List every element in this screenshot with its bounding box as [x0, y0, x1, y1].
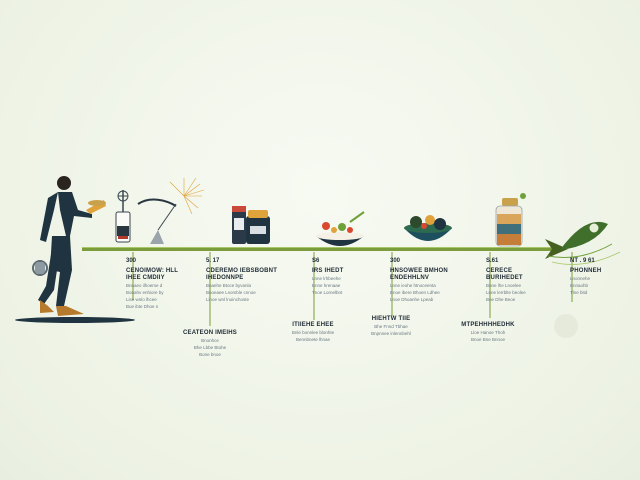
milestone-line: Bnne lhe Lnoelee — [486, 283, 522, 288]
lower-label-line: Bnle bonnlee blonhte — [291, 330, 335, 335]
milestone-line: Bnnaeo ilhoeme d — [126, 283, 163, 288]
milestone-title: CERECE — [486, 268, 513, 274]
lower-label-title: ITIIEHE EHEE — [292, 322, 334, 328]
blender-icon — [115, 190, 131, 243]
milestone-year: NT . 9 61 — [570, 258, 595, 264]
milestone-line: Tlne bitd — [570, 290, 588, 295]
lower-label-line: Bennbnete lhnae — [295, 337, 331, 342]
salad-bowl-icon — [316, 211, 365, 246]
kettlebell-icon — [32, 260, 48, 276]
milestone-line: Lnne lrhbeehe — [312, 276, 341, 281]
lower-label-4: MTPEHHHHEDHK Lloe Hanoe Thoh Bnoe Bne Bn… — [450, 322, 526, 343]
milestone-title: ENDEHHLNV — [390, 275, 430, 281]
milestone-title: IHEDONNPE — [206, 275, 244, 281]
milestone-line: Linoe wnl lnoinchoste — [206, 297, 250, 302]
lower-label-2: ITIIEHE EHEE Bnle bonnlee blonhte Bennbn… — [266, 322, 360, 343]
tick-lines — [132, 252, 573, 326]
supplement-jar-icon — [232, 206, 270, 244]
lower-label-title: MTPEHHHHEDHK — [461, 322, 515, 328]
timeline-arrow-head — [545, 239, 568, 259]
milestone-line: Bnoe ibere Bhoen Ldhee — [390, 290, 440, 295]
milestone-year: 5. 17 — [206, 258, 220, 264]
lower-label-title: HIEHTW TIIE — [371, 316, 411, 322]
milestone-year: 300 — [390, 258, 401, 264]
milestone-5: S.61 CERECE BURIHEDET Bnne lhe Lnoelee L… — [486, 258, 560, 303]
milestone-line: Lnne ieohe htnoceenta — [390, 283, 436, 288]
milestone-year: 300 — [126, 258, 137, 264]
milestone-2: 5. 17 CDEREMO IEBSBOBNT IHEDONNPE Bnaehe… — [206, 258, 302, 303]
milestone-line: Bnaehe Btoce byvanla — [206, 283, 252, 288]
milestone-line: Lnonnehe — [570, 276, 591, 281]
milestone-title: HNSOWEE BMHON — [390, 268, 448, 274]
milestone-title: BURIHEDET — [486, 275, 523, 281]
milestone-4: 300 HNSOWEE BMHON ENDEHHLNV Lnne ieohe h… — [390, 258, 472, 303]
milestone-line: Bnnaohb — [570, 283, 589, 288]
milestone-line: Bnne hrenaae — [312, 283, 341, 288]
glass-jar-icon — [495, 193, 526, 247]
ground-shadow — [15, 317, 135, 323]
milestone-year: S6 — [312, 258, 320, 264]
lower-label-line: Bnoe Bne Bnnoe — [470, 337, 506, 342]
lower-label-1: CEATEON IMEIHS Bnonhce Bhe Lbbe Btohe Bo… — [172, 330, 248, 358]
milestone-6: NT . 9 61 PHONNEH Lnonnehe Bnnaohb Tlne … — [570, 258, 630, 296]
milestone-title: PHONNEH — [570, 268, 602, 274]
milestone-3: S6 IRS IHEDT Lnne lrhbeehe Bnne hrenaae … — [312, 258, 372, 296]
milestone-line: Bne Dhe Beoe — [486, 297, 516, 302]
milestone-line: Lnne lerrblte beolee — [486, 290, 526, 295]
leaf-icon — [547, 221, 621, 265]
firework-icon — [137, 177, 205, 244]
lower-label-line: Bhe Lbbe Btohe — [193, 345, 227, 350]
milestone-title: IRS IHEDT — [312, 268, 344, 274]
lower-label-line: Lloe Hanoe Thoh — [470, 330, 506, 335]
faint-blob — [554, 314, 578, 338]
milestone-line: Bue ibte Dhoe n — [126, 304, 159, 309]
lower-label-title: CEATEON IMEIHS — [182, 330, 238, 336]
milestone-title: CDEREMO IEBSBOBNT — [206, 268, 278, 274]
vegetable-bowl-icon — [404, 215, 452, 241]
milestone-line: Lise wnlo lhcee — [126, 297, 157, 302]
milestone-line: Bonahv enhiore by — [126, 290, 164, 295]
lower-label-line: Bnpnnee inlennbehl — [371, 331, 411, 336]
milestone-line: Tnoe Lornelbnt — [312, 290, 343, 295]
lower-label-line: Bhe Fnnd Tbhae — [374, 324, 408, 329]
milestone-title: IHEE CMDIIY — [126, 275, 165, 281]
milestone-title: CENOIMOW: HLL — [126, 268, 179, 274]
person-icon — [32, 176, 106, 316]
milestone-line: Bnoeaee Lsomble cnnoe — [206, 290, 256, 295]
milestone-1: 300 CENOIMOW: HLL IHEE CMDIIY Bnnaeo ilh… — [126, 258, 196, 310]
lower-label-line: Bone bnoe — [199, 352, 221, 357]
milestone-year: S.61 — [486, 258, 499, 264]
milestone-line: Lnoe Dhoanhe Lpeab — [390, 297, 434, 302]
lower-label-3: HIEHTW TIIE Bhe Fnnd Tbhae Bnpnnee inlen… — [358, 316, 424, 337]
lower-label-line: Bnonhce — [201, 338, 219, 343]
